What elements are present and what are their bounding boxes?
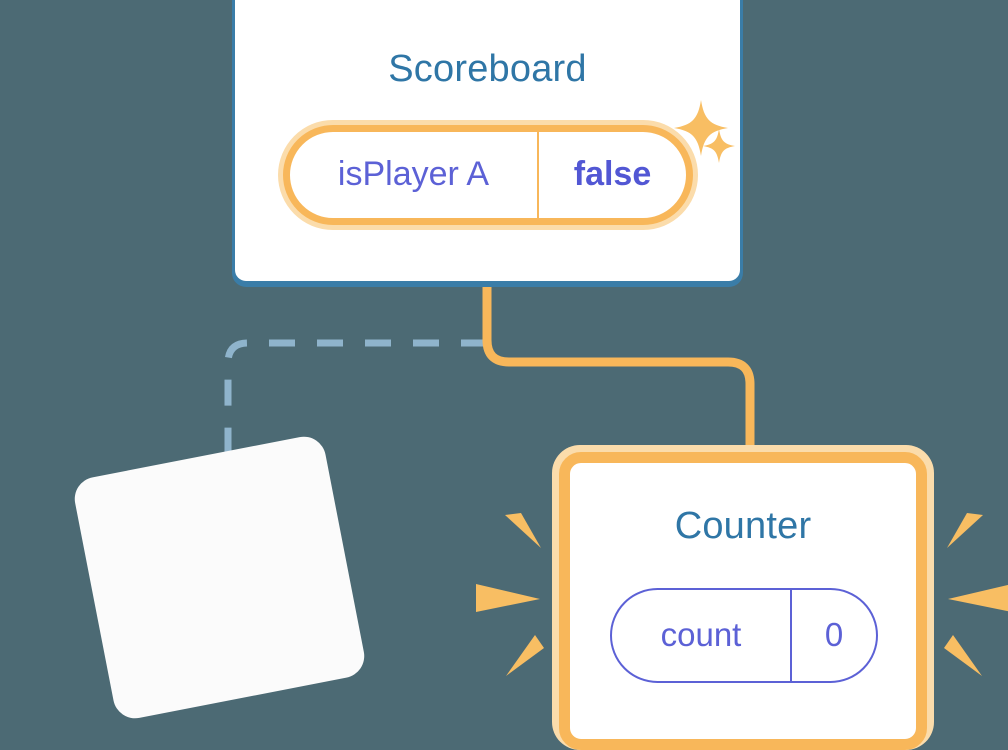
- burst-rays-counter-right: [944, 513, 1008, 676]
- sparkle-small-icon: [703, 129, 735, 163]
- scoreboard-title: Scoreboard: [388, 48, 587, 90]
- scoreboard-property-value: false: [573, 154, 652, 193]
- counter-title: Counter: [674, 505, 812, 547]
- counter-card[interactable]: Counter: [559, 452, 927, 750]
- connector-scoreboard-to-burst-card-dashed: [224, 339, 487, 468]
- counter-property-pill[interactable]: count 0: [610, 588, 878, 683]
- scoreboard-property-key: isPlayer A: [290, 132, 539, 218]
- counter-property-key: count: [612, 590, 792, 681]
- counter-property-value: 0: [824, 615, 844, 653]
- connector-scoreboard-to-counter-solid: [482, 284, 755, 455]
- sparkle-large-icon: [674, 100, 728, 156]
- burst-rays-counter-left: [476, 513, 544, 676]
- scoreboard-pill-body[interactable]: isPlayer A false: [283, 125, 693, 225]
- scoreboard-property-pill[interactable]: isPlayer A false: [278, 120, 698, 230]
